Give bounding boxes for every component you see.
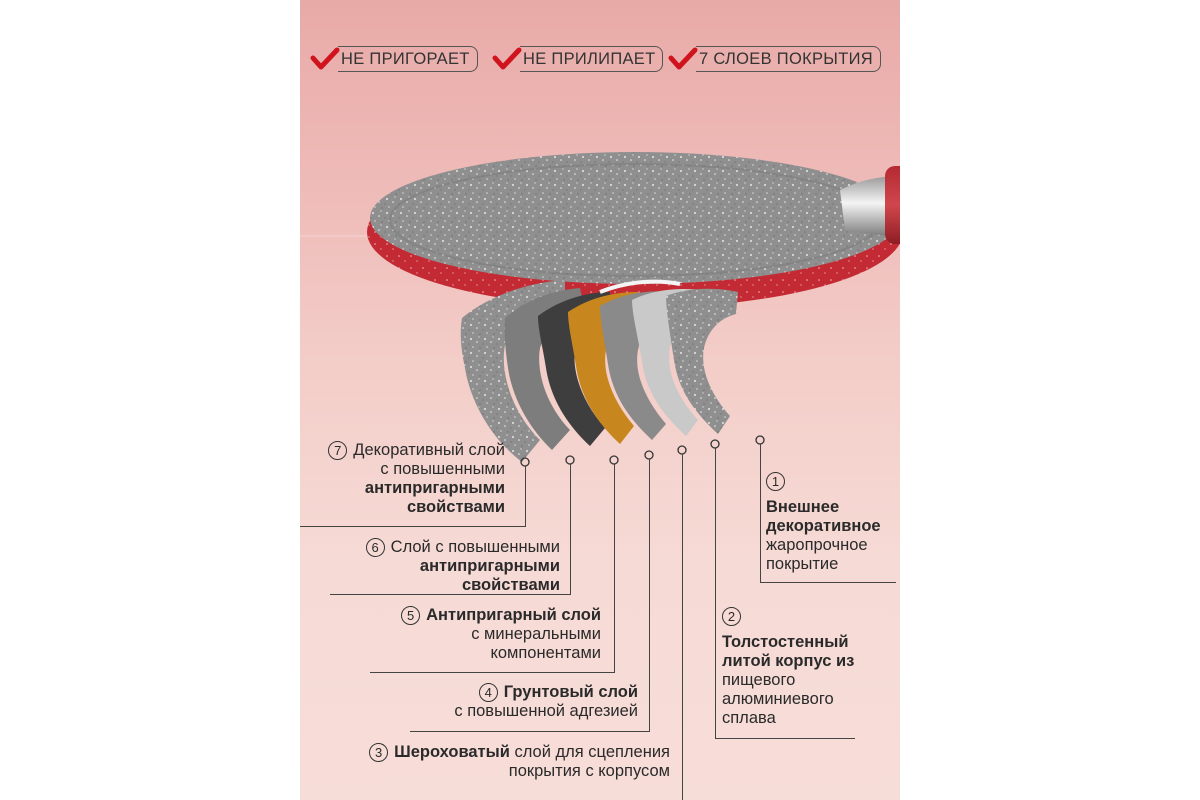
layer-4-primer <box>568 292 638 444</box>
pan-handle <box>885 166 900 244</box>
leader-line-7 <box>525 466 527 526</box>
pan-illustration <box>367 152 900 467</box>
underline-2 <box>715 738 855 740</box>
leader-line-3 <box>682 454 684 800</box>
feature-badge-7-layers: 7 СЛОЕВ ПОКРЫТИЯ <box>668 44 881 74</box>
feature-badge-no-burn: НЕ ПРИГОРАЕТ <box>310 44 478 74</box>
underline-5 <box>370 672 615 674</box>
layer-1-outer <box>666 288 738 434</box>
layer-number: 7 <box>328 441 348 461</box>
leader-line-6 <box>570 464 572 594</box>
product-image-panel: НЕ ПРИГОРАЕТ НЕ ПРИЛИПАЕТ 7 СЛОЕВ ПОКРЫТ… <box>300 0 900 800</box>
layer-number: 5 <box>401 606 421 626</box>
layer-3-rough <box>600 291 670 440</box>
layer-number: 3 <box>369 743 389 763</box>
layer-number: 4 <box>478 683 498 703</box>
layer-number: 1 <box>766 472 785 492</box>
underline-6 <box>330 594 571 596</box>
leader-line-2 <box>715 448 717 738</box>
layer-number: 6 <box>365 538 385 558</box>
layer-6-antistick <box>504 288 585 450</box>
feature-label: НЕ ПРИГОРАЕТ <box>338 46 478 72</box>
layer-stack <box>460 279 738 462</box>
layer-number: 2 <box>722 607 741 627</box>
leader-line-1 <box>760 444 762 582</box>
check-icon <box>492 47 522 70</box>
layer-7-decorative <box>460 280 565 462</box>
underline-7 <box>300 526 526 528</box>
pan-cooking-surface <box>370 152 900 284</box>
check-icon <box>310 47 340 70</box>
feature-label: НЕ ПРИЛИПАЕТ <box>520 46 664 72</box>
callout-layer-1: 1 Внешнее декоративное жаропрочное покры… <box>766 472 881 574</box>
feature-label: 7 СЛОЕВ ПОКРЫТИЯ <box>696 46 881 72</box>
feature-badge-no-stick: НЕ ПРИЛИПАЕТ <box>492 44 664 74</box>
underline-4 <box>410 731 650 733</box>
leader-line-5 <box>614 464 616 672</box>
leader-line-4 <box>649 459 651 731</box>
layer-5-antistick-mineral <box>538 292 610 446</box>
underline-1 <box>760 582 896 584</box>
layer-2-aluminium <box>632 289 702 436</box>
check-icon <box>668 47 698 70</box>
callout-layer-2: 2 Толстостенный литой корпус из пищевого… <box>722 607 855 728</box>
